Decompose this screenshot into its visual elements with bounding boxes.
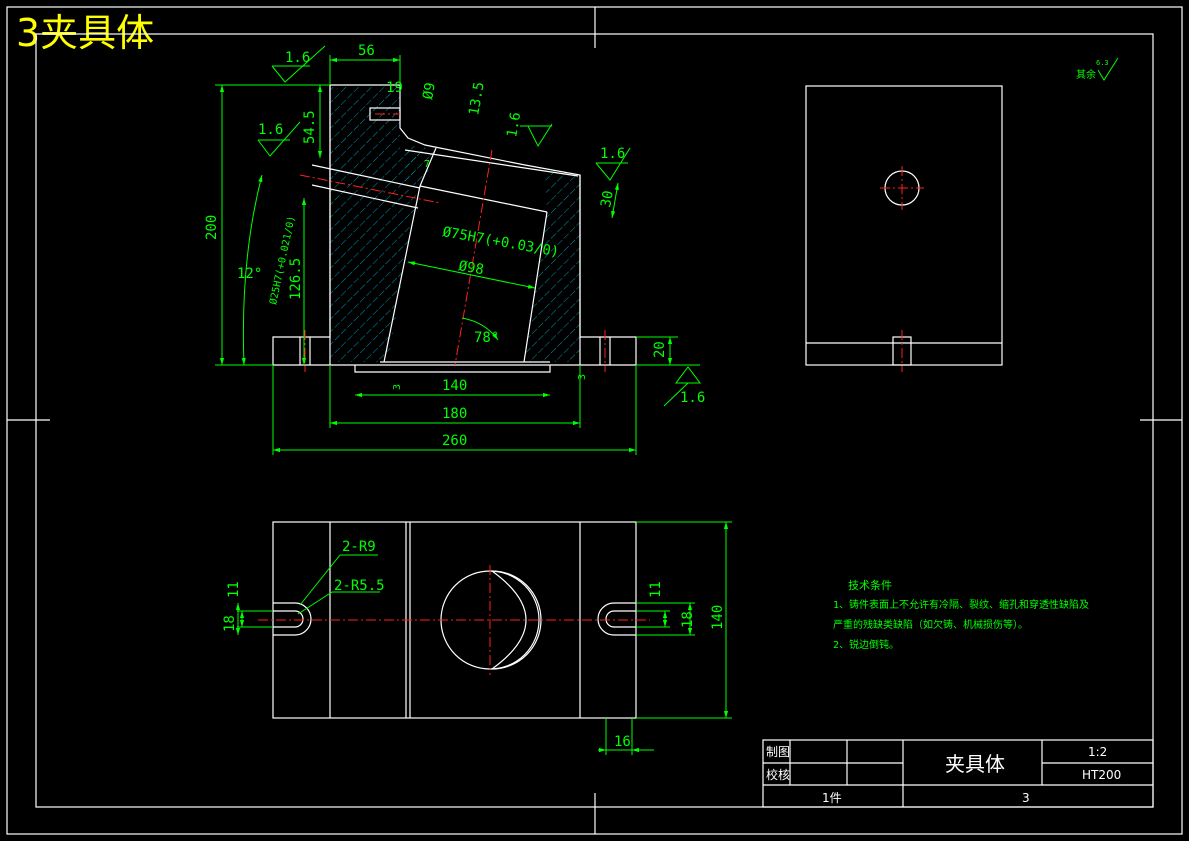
sheet-title: 3夹具体 bbox=[16, 11, 155, 55]
drawn-label: 制图 bbox=[766, 745, 790, 759]
roughness-symbols: 1.6 1.6 1.6 1.6 1.6 bbox=[257, 45, 705, 407]
dim-3-left: 3 bbox=[392, 384, 403, 390]
drawing-number: 3 bbox=[1022, 791, 1030, 805]
dim-2-r9: 2-R9 bbox=[342, 539, 376, 555]
roughness-2: 1.6 bbox=[258, 122, 283, 138]
dim-30: 30 bbox=[598, 189, 617, 208]
checked-label: 校核 bbox=[766, 767, 790, 782]
dim-16: 16 bbox=[614, 734, 631, 750]
dim-56: 56 bbox=[358, 43, 375, 59]
dim-140-top: 140 bbox=[710, 605, 726, 630]
scale-value: 1:2 bbox=[1088, 745, 1107, 759]
roughness-5: 1.6 bbox=[680, 390, 705, 406]
other-surfaces-note: 其余 bbox=[1076, 68, 1096, 81]
dim-7: 7 bbox=[424, 159, 430, 170]
dim-18-right: 18 bbox=[680, 611, 696, 628]
dim-126-5: 126.5 bbox=[288, 258, 304, 300]
dim-2-r5-5: 2-R5.5 bbox=[334, 578, 385, 594]
dim-200: 200 bbox=[204, 215, 220, 240]
roughness-4: 1.6 bbox=[600, 146, 625, 162]
tech-line-3: 2、锐边倒钝。 bbox=[833, 638, 899, 651]
dim-19: 19 bbox=[386, 80, 403, 96]
quantity-value: 1件 bbox=[822, 791, 842, 805]
roughness-3: 1.6 bbox=[504, 111, 524, 139]
dim-3-right: 3 bbox=[577, 374, 588, 380]
dim-11-left: 11 bbox=[226, 581, 242, 598]
technical-requirements: 技术条件 1、铸件表面上不允许有冷隔、裂纹、缩孔和穿透性缺陷及 严重的残缺类缺陷… bbox=[833, 578, 1089, 651]
tech-title: 技术条件 bbox=[848, 578, 892, 592]
dim-13-5: 13.5 bbox=[466, 81, 488, 117]
front-dimensions: 56 19 Ø9 13.5 54.5 200 126.5 Ø25H7(+0.02… bbox=[204, 43, 700, 455]
angle-12: 12° bbox=[237, 266, 262, 282]
dim-260: 260 bbox=[442, 433, 467, 449]
dim-phi98: Ø98 bbox=[457, 258, 485, 278]
dim-11-right: 11 bbox=[648, 581, 664, 598]
title-block: 制图 校核 夹具体 1:2 HT200 1件 3 bbox=[762, 739, 1154, 808]
material-value: HT200 bbox=[1082, 768, 1121, 782]
dim-phi9: Ø9 bbox=[420, 81, 439, 100]
tech-line-2: 严重的残缺类缺陷（如欠铸、机械损伤等）。 bbox=[833, 618, 1028, 631]
dim-140: 140 bbox=[442, 378, 467, 394]
dim-180: 180 bbox=[442, 406, 467, 422]
top-view bbox=[258, 521, 650, 719]
dim-20: 20 bbox=[652, 341, 668, 358]
sheet-frame bbox=[6, 6, 1183, 835]
other-roughness: 6.3 bbox=[1096, 59, 1109, 67]
dim-54-5: 54.5 bbox=[302, 110, 318, 144]
top-dimensions: 2-R9 2-R5.5 11 18 11 18 140 16 bbox=[222, 521, 732, 755]
side-view: 其余 6.3 bbox=[805, 57, 1119, 372]
roughness-1: 1.6 bbox=[285, 50, 310, 66]
dim-phi75: Ø75H7(+0.03/0) bbox=[441, 224, 560, 260]
tech-line-1: 1、铸件表面上不允许有冷隔、裂纹、缩孔和穿透性缺陷及 bbox=[833, 598, 1089, 611]
front-section-view bbox=[272, 84, 637, 373]
part-name: 夹具体 bbox=[945, 752, 1005, 776]
angle-78: 78° bbox=[474, 330, 499, 346]
dim-18-left: 18 bbox=[222, 615, 238, 632]
